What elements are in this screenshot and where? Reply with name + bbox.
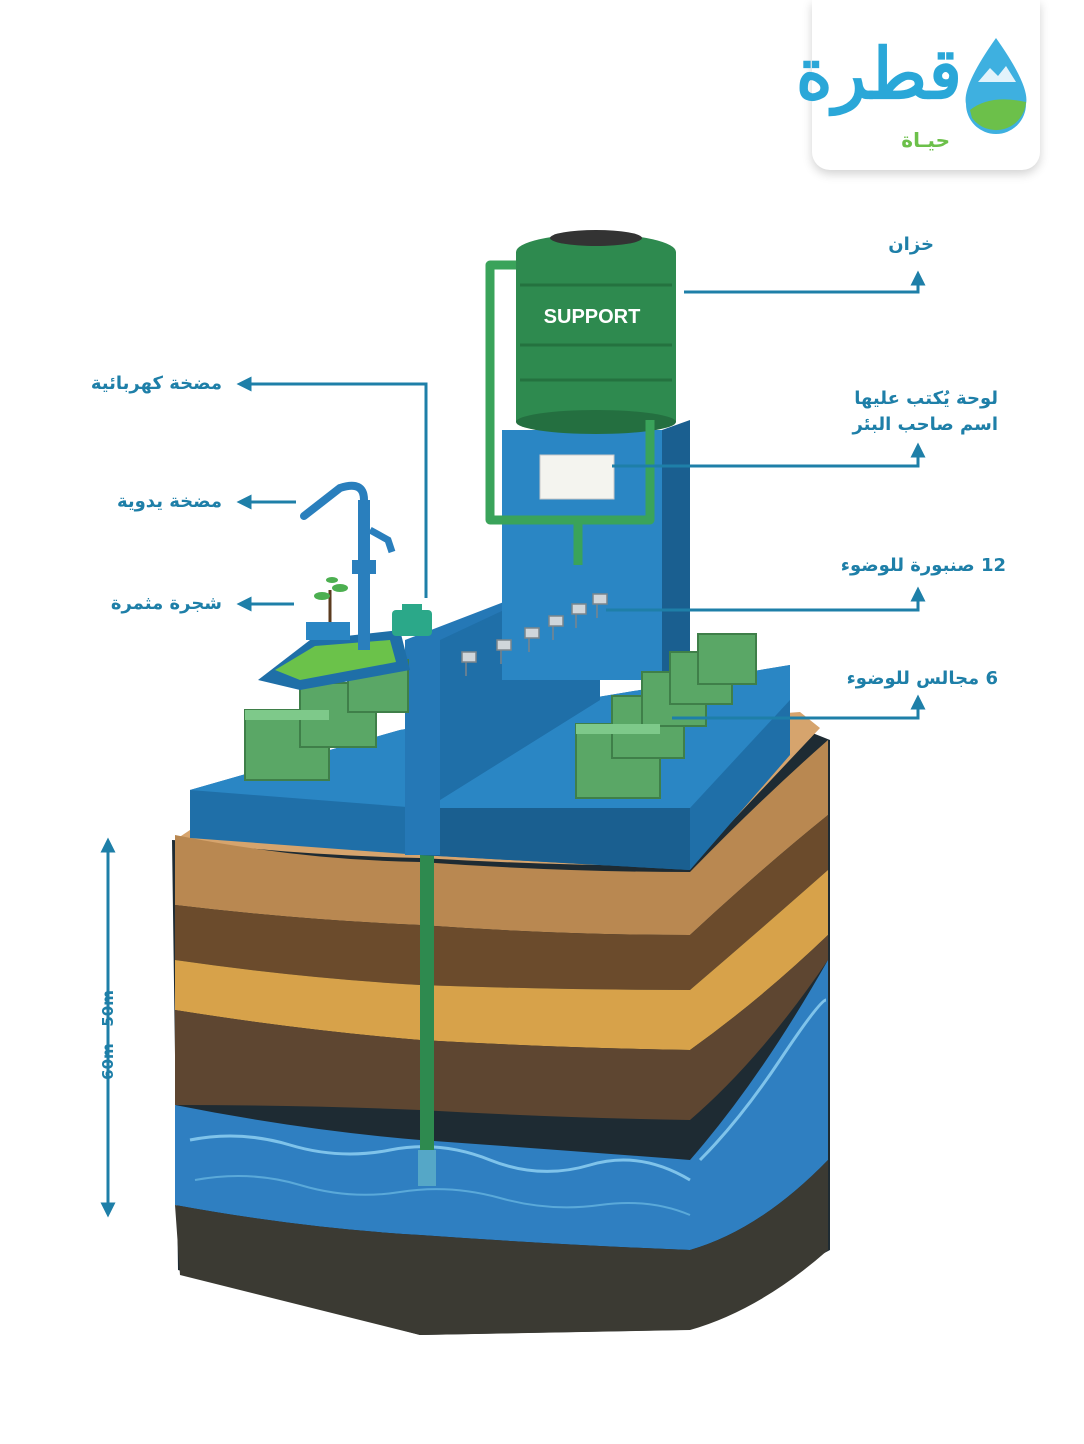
well-pipe	[420, 850, 434, 1150]
sign-arrow	[612, 442, 926, 468]
logo-text: قطرة	[795, 32, 962, 115]
depth-text: 60m - 50m	[99, 990, 117, 1080]
label-sign-line2: اسم صاحب البئر	[852, 414, 998, 435]
water-tank	[516, 230, 676, 434]
label-hand-pump: مضخة يدوية	[116, 491, 222, 512]
logo-card: قطرة حيـاة	[796, 0, 1040, 170]
hand-pump	[300, 481, 396, 650]
label-tank: خزان	[888, 234, 934, 255]
tank-arrow	[684, 270, 926, 294]
label-sign-line1: لوحة يُكتب عليها	[854, 388, 998, 409]
electric-pump-arrow	[236, 376, 428, 598]
tower	[502, 420, 690, 680]
label-taps: 12 صنبورة للوضوء	[840, 555, 1006, 576]
taps-arrow	[606, 586, 926, 612]
electric-pump	[392, 604, 432, 636]
label-electric-pump: مضخة كهربائية	[90, 373, 222, 394]
label-fruit-tree: شجرة مثمرة	[110, 593, 222, 614]
seats-arrow	[672, 694, 926, 720]
owner-sign	[539, 454, 615, 500]
label-seats: 6 مجالس للوضوء	[846, 668, 998, 689]
soil-block	[172, 712, 830, 1335]
fruit-tree	[314, 577, 348, 622]
depth-label: 60m - 50m	[96, 985, 120, 1085]
logo-subtext: حيـاة	[901, 128, 950, 152]
taps	[461, 593, 608, 676]
tank-label: SUPPORT	[543, 306, 641, 328]
water-drop-icon	[965, 38, 1027, 134]
